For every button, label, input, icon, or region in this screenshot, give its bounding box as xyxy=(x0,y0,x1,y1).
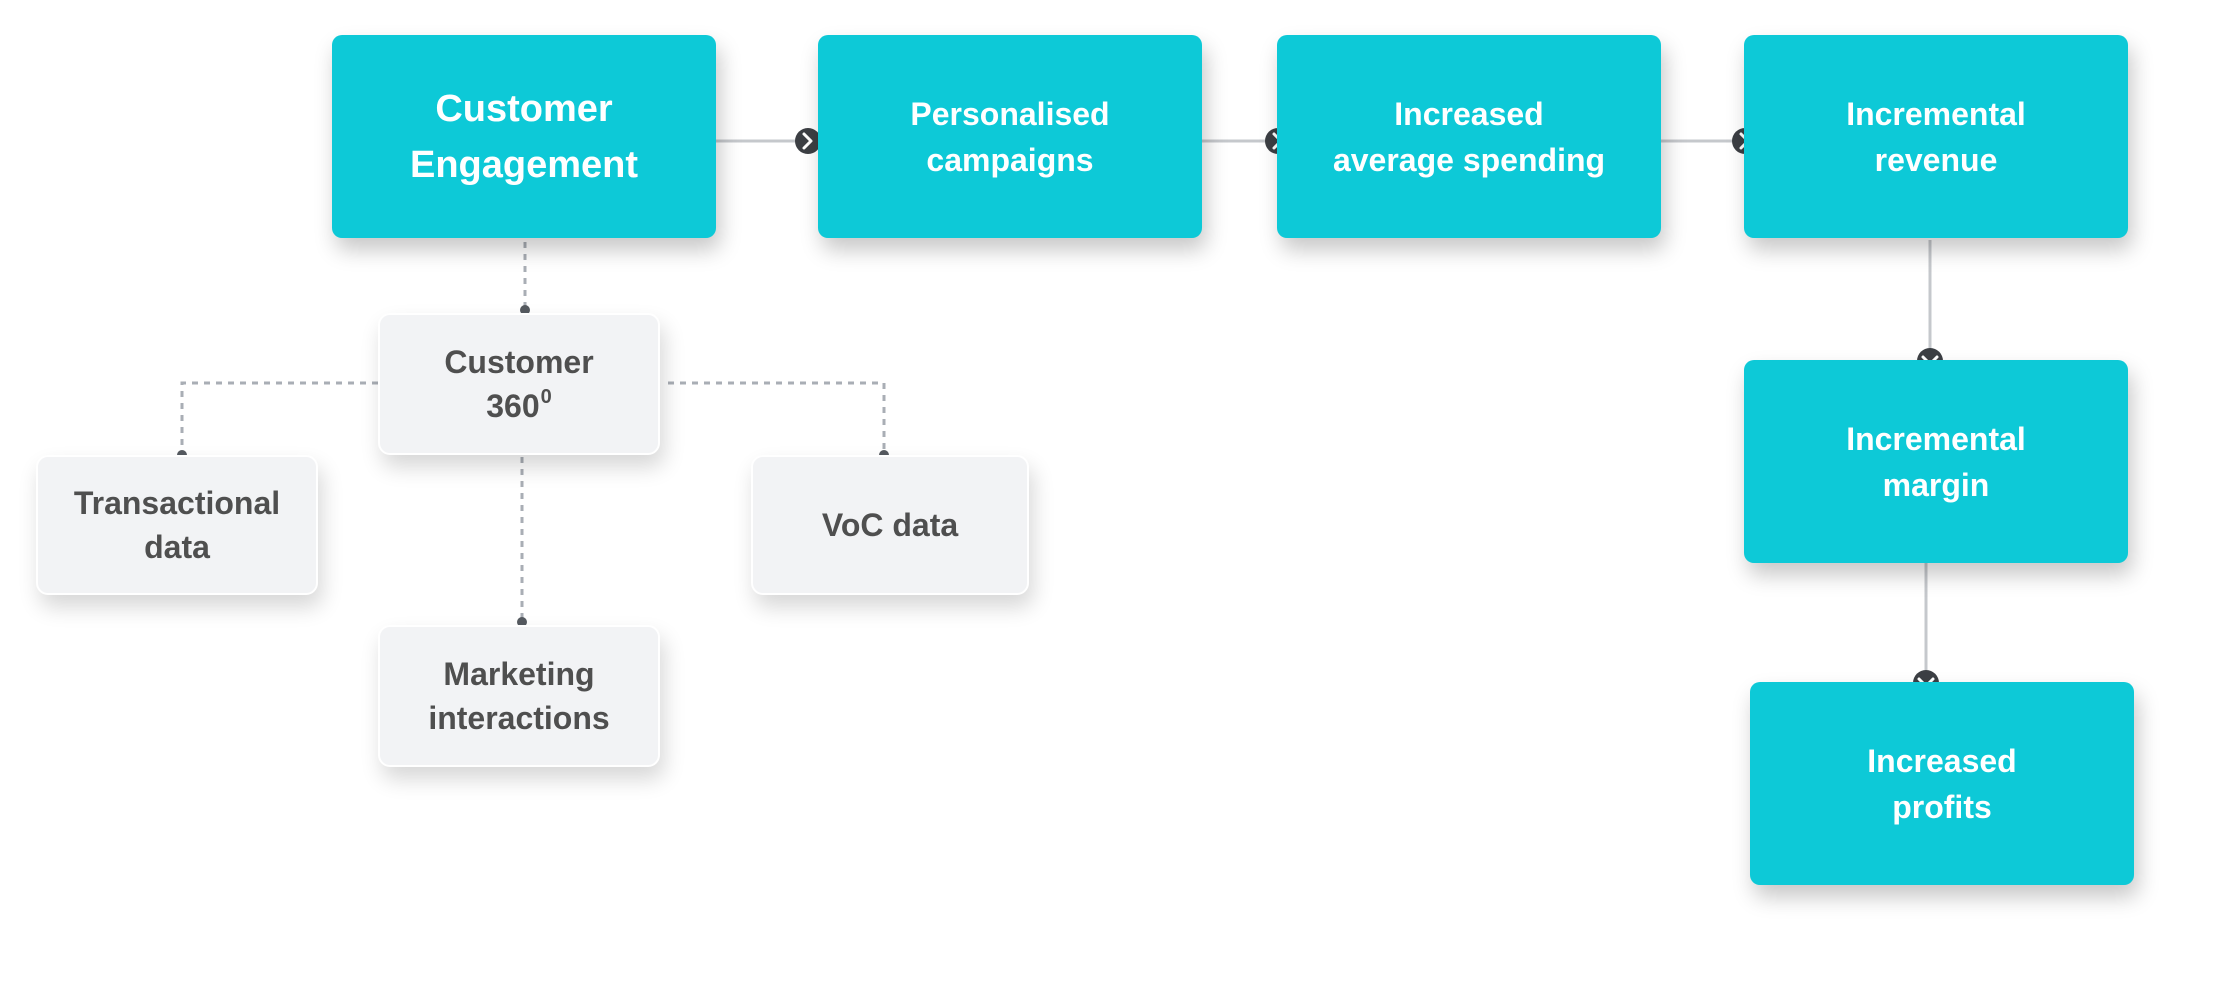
node-incremental-margin: Incremental margin xyxy=(1744,360,2128,563)
node-customer-360: Customer 3600 xyxy=(378,313,660,455)
connector-360-voc xyxy=(668,381,886,455)
node-label: VoC data xyxy=(821,507,959,543)
node-personalised-campaigns: Personalised campaigns xyxy=(818,35,1202,238)
node-label: Customer xyxy=(435,87,613,130)
node-label: Engagement xyxy=(409,143,639,186)
node-increased-profits: Increased profits xyxy=(1750,682,2134,885)
node-voc-data: VoC data xyxy=(751,455,1029,595)
node-label: profits xyxy=(1892,788,1992,825)
node-label: Incremental xyxy=(1846,420,2026,457)
number-text: 360 xyxy=(486,388,540,424)
node-label: Marketing xyxy=(443,656,595,692)
node-label: margin xyxy=(1882,466,1990,503)
node-incremental-revenue: Incremental revenue xyxy=(1744,35,2128,238)
node-label: data xyxy=(144,529,210,565)
node-label: average spending xyxy=(1332,141,1606,178)
node-transactional-data: Transactional data xyxy=(36,455,318,595)
junction-dot xyxy=(520,305,530,315)
node-label: Incremental xyxy=(1846,95,2026,132)
node-label: interactions xyxy=(428,700,610,736)
node-customer-engagement: Customer Engagement xyxy=(332,35,716,238)
node-increased-average-spending: Increased average spending xyxy=(1277,35,1661,238)
node-label: Personalised xyxy=(910,95,1110,132)
node-label: revenue xyxy=(1874,141,1998,178)
node-label: Transactional xyxy=(73,485,281,521)
node-marketing-interactions: Marketing interactions xyxy=(378,625,660,767)
superscript-text: 0 xyxy=(540,386,552,408)
node-label: Increased xyxy=(1394,95,1544,132)
chevron-right-icon xyxy=(795,128,821,154)
node-label-360: 3600 xyxy=(486,384,552,428)
junction-dot xyxy=(517,617,527,627)
node-label: Customer xyxy=(444,344,594,380)
node-label: campaigns xyxy=(926,141,1094,178)
node-label: Increased xyxy=(1867,742,2017,779)
connector-360-transactional xyxy=(180,381,378,455)
